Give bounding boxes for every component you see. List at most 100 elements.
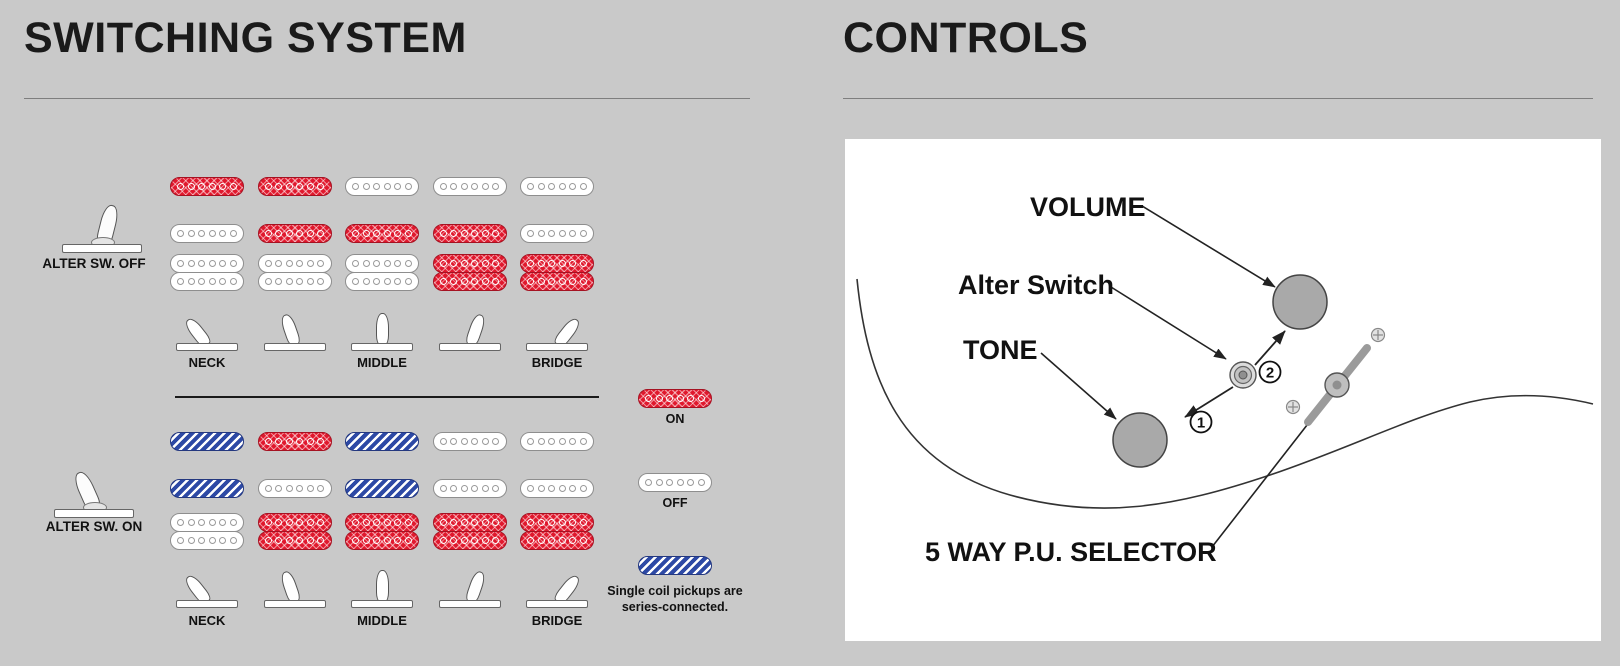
pickup-coil-series <box>638 556 712 575</box>
pole-piece <box>569 485 577 492</box>
pole-piece <box>219 537 227 544</box>
pole-piece <box>537 230 545 237</box>
selector-base-icon <box>351 600 413 608</box>
pole-piece <box>362 230 370 237</box>
pole-piece <box>548 485 556 492</box>
pole-piece <box>481 537 489 544</box>
selector-base-icon <box>438 600 501 608</box>
pole-piece <box>229 260 237 267</box>
pole-piece <box>558 230 566 237</box>
guitar-body-contour <box>856 278 1594 509</box>
step-2-number: 2 <box>1266 365 1274 382</box>
pole-piece <box>579 278 587 285</box>
pole-piece <box>264 519 272 526</box>
pole-piece <box>579 183 587 190</box>
selector-screw-icon <box>1285 399 1301 415</box>
pickup-selector-icon <box>350 309 414 351</box>
selector-lever-icon <box>376 570 389 602</box>
pickup-coil-off <box>170 272 244 291</box>
volume-pointer-line <box>1141 205 1276 288</box>
pickup-coil-off <box>520 177 594 196</box>
pole-piece <box>481 519 489 526</box>
pole-piece <box>394 537 402 544</box>
pickup-coil-on <box>520 272 594 291</box>
pickup-coil-on <box>345 224 419 243</box>
pole-piece <box>404 183 412 190</box>
pole-piece <box>460 183 468 190</box>
pole-piece <box>569 183 577 190</box>
pole-piece <box>285 230 293 237</box>
pole-piece <box>317 183 325 190</box>
pickup-coil-off <box>638 473 712 492</box>
selector-base-icon <box>526 600 588 608</box>
pole-piece <box>317 485 325 492</box>
pole-piece <box>187 519 195 526</box>
pickup-coil-off <box>520 479 594 498</box>
pole-piece <box>558 519 566 526</box>
pole-piece <box>306 230 314 237</box>
pole-piece <box>569 438 577 445</box>
pole-piece <box>285 260 293 267</box>
step-2-badge: 2 <box>1258 360 1282 384</box>
tone-knob <box>1112 412 1168 468</box>
pole-piece <box>208 183 216 190</box>
pole-piece <box>404 278 412 285</box>
pole-piece <box>439 537 447 544</box>
pole-piece <box>579 260 587 267</box>
pole-piece <box>394 183 402 190</box>
pole-piece <box>460 260 468 267</box>
pole-piece <box>471 260 479 267</box>
pole-piece <box>275 537 283 544</box>
step-1-badge: 1 <box>1189 410 1213 434</box>
selector-lever-icon <box>278 569 302 605</box>
pole-piece <box>558 183 566 190</box>
pole-piece <box>306 438 314 445</box>
pole-piece <box>373 183 381 190</box>
pole-piece <box>275 438 283 445</box>
pickup-selector-icon <box>263 309 327 351</box>
pole-piece <box>404 519 412 526</box>
pole-piece <box>275 278 283 285</box>
pole-piece <box>373 278 381 285</box>
pickup-coil-series <box>170 479 244 498</box>
pole-piece <box>177 183 185 190</box>
pole-piece <box>285 438 293 445</box>
pickup-coil-on <box>432 254 507 273</box>
pickup-coil-off <box>257 254 332 273</box>
pole-piece <box>537 438 545 445</box>
section-divider <box>175 396 599 398</box>
pickup-selector-icon <box>350 566 414 608</box>
volume-label: VOLUME <box>1030 192 1146 222</box>
switching-system-title: SWITCHING SYSTEM <box>24 14 467 62</box>
pole-piece <box>492 260 500 267</box>
pole-piece <box>527 230 535 237</box>
pole-piece <box>306 485 314 492</box>
pole-piece <box>450 519 458 526</box>
pole-piece <box>306 519 314 526</box>
pole-piece <box>439 183 447 190</box>
pole-piece <box>548 230 556 237</box>
pole-piece <box>362 537 370 544</box>
step-1-number: 1 <box>1197 415 1205 432</box>
pole-piece <box>373 537 381 544</box>
pickup-coil-on <box>345 513 419 532</box>
pole-piece <box>275 519 283 526</box>
pickup-coil-off <box>345 272 419 291</box>
pole-piece <box>450 485 458 492</box>
pole-piece <box>481 183 489 190</box>
pickup-coil-on <box>257 513 332 532</box>
pickup-coil-on <box>520 531 594 550</box>
pole-piece <box>481 260 489 267</box>
pole-piece <box>527 260 535 267</box>
pole-piece <box>229 230 237 237</box>
pole-piece <box>383 519 391 526</box>
pickup-coil-on <box>520 254 594 273</box>
pole-piece <box>492 519 500 526</box>
pole-piece <box>296 278 304 285</box>
pole-piece <box>460 230 468 237</box>
pole-piece <box>208 278 216 285</box>
pole-piece <box>537 485 545 492</box>
pole-piece <box>471 278 479 285</box>
pole-piece <box>198 230 206 237</box>
